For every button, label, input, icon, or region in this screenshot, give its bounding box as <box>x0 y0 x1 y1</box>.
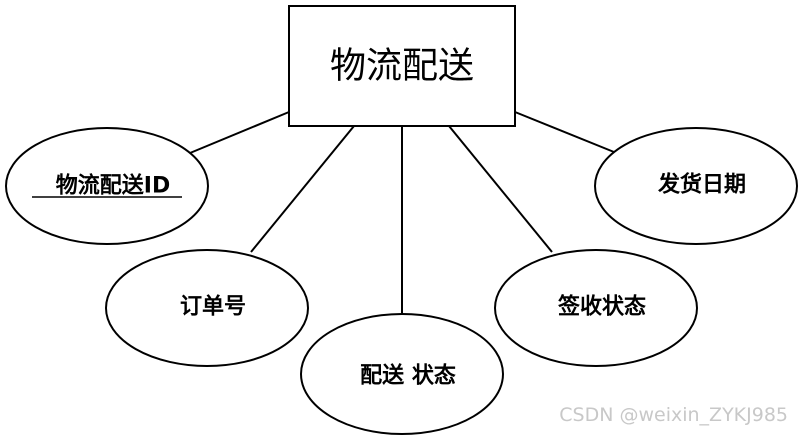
connector-order-no <box>250 125 355 253</box>
watermark-text: CSDN @weixin_ZYKJ985 <box>559 404 788 426</box>
attribute-ellipse-order-no <box>105 249 309 367</box>
attribute-label-delivery-status: 配送 状态 <box>360 363 456 389</box>
attribute-ellipse-delivery-status <box>300 313 504 435</box>
entity-box <box>288 5 516 127</box>
attribute-ellipse-ship-date <box>594 127 798 245</box>
connector-ship-date <box>514 111 615 153</box>
attribute-ellipse-sign-status <box>494 249 698 367</box>
attribute-label-order-no: 订单号 <box>180 295 246 320</box>
attribute-label-id: 物流配送ID <box>56 173 170 199</box>
attribute-ellipse-id <box>5 127 209 245</box>
attribute-label-sign-status: 签收状态 <box>557 294 646 320</box>
connector-id <box>189 111 290 154</box>
connector-sign-status <box>448 125 553 253</box>
attribute-label-ship-date: 发货日期 <box>657 172 746 198</box>
entity-label: 物流配送 <box>330 46 474 87</box>
